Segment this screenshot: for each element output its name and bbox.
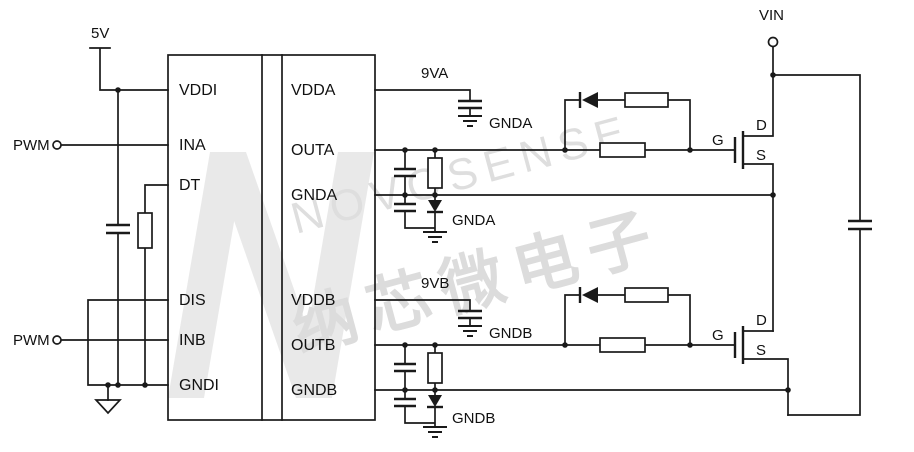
pin-label-ina: INA — [179, 137, 206, 154]
channel-a-junction-dots — [402, 147, 776, 198]
outa-load-resistor — [427, 157, 443, 189]
pin-label-dis: DIS — [179, 292, 206, 309]
label-gate-a: G — [712, 132, 724, 149]
gndb-local-earth-icon — [423, 426, 447, 438]
vddi-bypass-capacitor — [106, 223, 130, 235]
vddb-bypass-capacitor — [458, 309, 482, 320]
pwm-b-terminal — [52, 335, 62, 345]
turn-off-resistor-a — [624, 92, 669, 108]
turn-off-diode-b — [578, 287, 598, 303]
vin-junction-dot — [770, 72, 776, 78]
label-9va: 9VA — [421, 65, 448, 82]
pin-label-outb: OUTB — [291, 337, 335, 354]
dc-link-capacitor — [848, 219, 872, 231]
dt-resistor — [137, 212, 153, 249]
label-gnda-local: GNDA — [452, 212, 495, 229]
outb-filter-capacitors — [394, 362, 416, 408]
pwm-a-terminal — [52, 140, 62, 150]
gate-resistor-b — [599, 337, 646, 353]
label-5v: 5V — [91, 25, 109, 42]
pin-label-vddb: VDDB — [291, 292, 335, 309]
label-source-b: S — [756, 342, 766, 359]
turn-off-diode-a — [578, 92, 598, 108]
outa-filter-capacitors — [394, 167, 416, 213]
gndb-bypass-earth-icon — [458, 325, 482, 337]
mosfet-a — [733, 45, 774, 332]
pin-label-gndb: GNDB — [291, 382, 337, 399]
input-junction-dots — [105, 87, 148, 388]
input-side-wiring: 5V PWM PWM — [13, 25, 169, 415]
gndb-clamp-diode — [427, 395, 443, 409]
pin-label-vdda: VDDA — [291, 82, 336, 99]
label-gnda-bypass: GNDA — [489, 115, 532, 132]
vdda-bypass-capacitor — [458, 99, 482, 110]
label-drain-a: D — [756, 117, 767, 134]
channel-b-junction-dots — [402, 342, 791, 393]
gndi-ground-icon — [94, 399, 122, 415]
gnda-clamp-diode — [427, 200, 443, 214]
gnda-local-earth-icon — [423, 231, 447, 243]
novosense-logo-icon — [168, 152, 374, 398]
pin-label-dt: DT — [179, 177, 201, 194]
label-gndb-bypass: GNDB — [489, 325, 532, 342]
label-pwm-a: PWM — [13, 137, 50, 154]
channel-a: 9VA GNDA GNDA G D S — [374, 45, 776, 332]
power-bus: VIN — [759, 7, 872, 416]
label-pwm-b: PWM — [13, 332, 50, 349]
label-gate-b: G — [712, 327, 724, 344]
channel-b: 9VB GNDB GNDB G D S — [374, 275, 791, 438]
gate-resistor-a — [599, 142, 646, 158]
ic-left-pin-labels: VDDI INA DT DIS INB GNDI — [179, 82, 219, 394]
driver-ic: VDDI INA DT DIS INB GNDI VDDA OUTA GNDA … — [167, 54, 376, 421]
label-source-a: S — [756, 147, 766, 164]
label-gndb-local: GNDB — [452, 410, 495, 427]
channel-a-wires — [374, 89, 774, 233]
label-9vb: 9VB — [421, 275, 449, 292]
power-bus-wires — [772, 74, 861, 416]
outb-load-resistor — [427, 352, 443, 384]
turn-off-resistor-b — [624, 287, 669, 303]
vin-terminal — [767, 36, 779, 48]
pin-label-vddi: VDDI — [179, 82, 217, 99]
label-drain-b: D — [756, 312, 767, 329]
mosfet-b — [733, 326, 789, 416]
ic-right-pin-labels: VDDA OUTA GNDA VDDB OUTB GNDB — [291, 82, 338, 399]
channel-b-wires — [374, 294, 789, 428]
pin-label-gndi: GNDI — [179, 377, 219, 394]
pin-label-outa: OUTA — [291, 142, 335, 159]
pin-label-gnda: GNDA — [291, 187, 338, 204]
ic-outline — [167, 54, 376, 421]
pin-label-inb: INB — [179, 332, 206, 349]
label-vin: VIN — [759, 7, 784, 24]
input-wires — [60, 47, 169, 401]
gnda-bypass-earth-icon — [458, 115, 482, 127]
